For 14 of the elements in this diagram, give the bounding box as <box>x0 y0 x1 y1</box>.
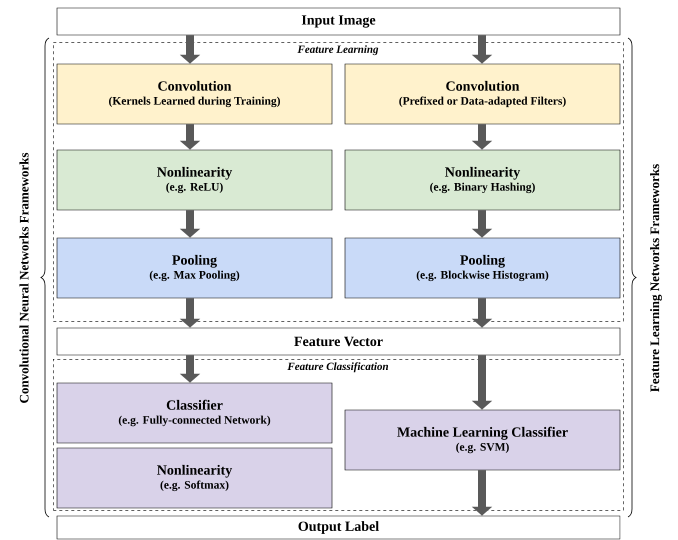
process-box: Pooling (e.g. Max Pooling) <box>56 238 332 298</box>
process-box: Pooling (e.g. Blockwise Histogram) <box>344 238 620 298</box>
process-box: Classifier (e.g. Fully-connected Network) <box>56 382 332 444</box>
process-box: Convolution (Kernels Learned during Training) <box>56 64 332 124</box>
data-box: Feature Vector <box>56 328 620 356</box>
side-label: Convolutional Neural Networks Frameworks <box>19 152 29 403</box>
process-box: Nonlinearity (e.g. ReLU) <box>56 150 332 210</box>
side-label: Feature Learning Networks Frameworks <box>650 164 662 392</box>
process-box: Nonlinearity (e.g. Binary Hashing) <box>344 150 620 210</box>
data-box: Input Image <box>56 8 620 36</box>
process-box: Machine Learning Classifier (e.g. SVM) <box>344 410 620 470</box>
process-box: Nonlinearity (e.g. Softmax) <box>56 448 332 508</box>
process-box: Convolution (Prefixed or Data-adapted Filters) <box>344 64 620 124</box>
data-box: Output Label <box>56 516 620 540</box>
